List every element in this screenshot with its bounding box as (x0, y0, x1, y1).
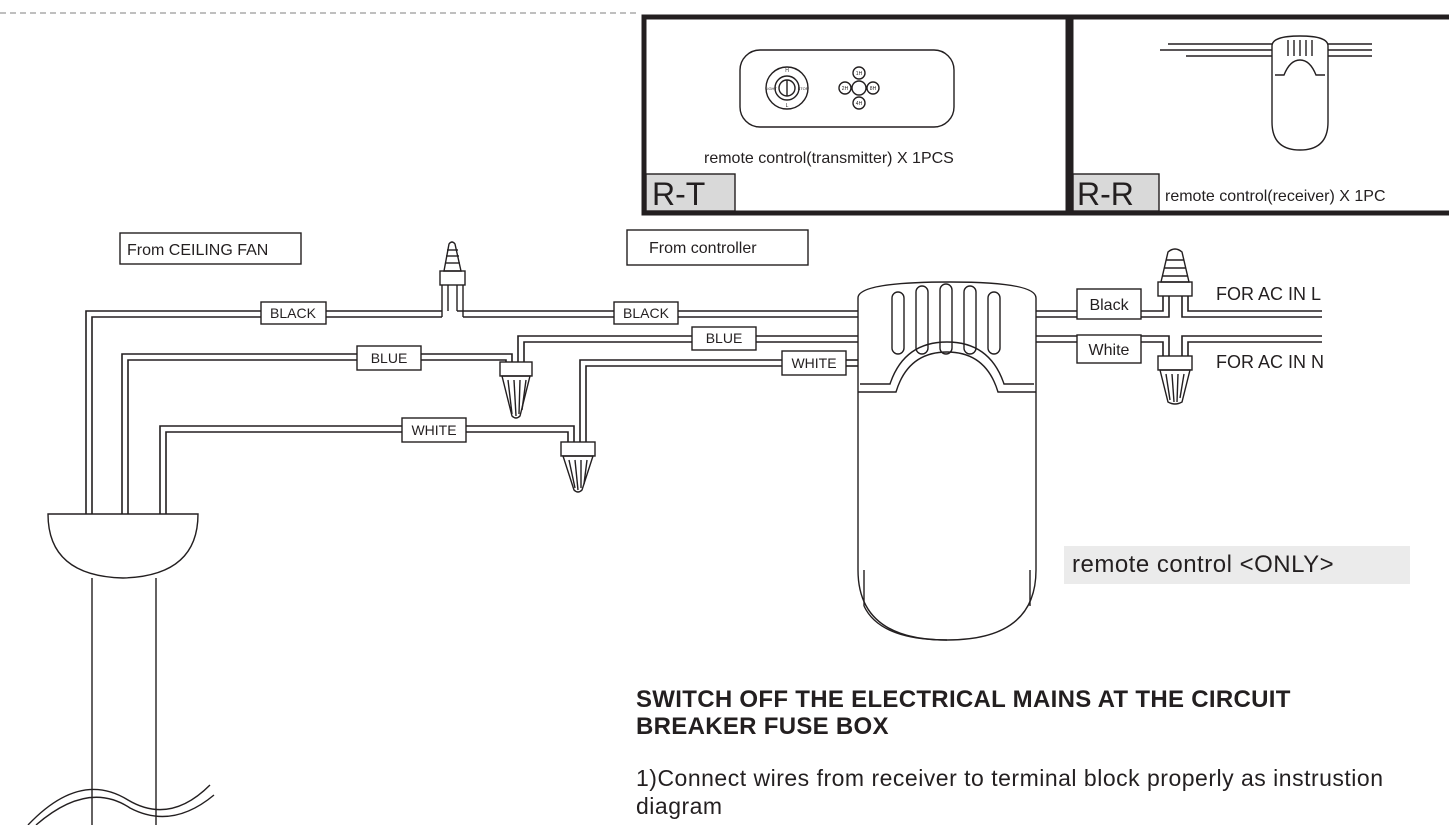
fan-black-wire-label: BLACK (270, 305, 317, 321)
btn-timer-2h-label: 2H (842, 86, 849, 92)
ac-in-l-label: FOR AC IN L (1216, 284, 1321, 304)
controller-wires (517, 310, 858, 442)
wire-nut-black-icon (439, 241, 466, 317)
wire-nut-ac-l-icon (1157, 248, 1193, 297)
ac-black-wire-label: Black (1089, 297, 1129, 314)
receiver-caption: remote control(receiver) X 1PC (1165, 188, 1386, 205)
btn-timer-8h-label: 8H (870, 86, 877, 92)
remote-only-label: remote control <ONLY> (1064, 546, 1410, 584)
receiver-icon (1160, 35, 1372, 151)
btn-fan-high-label: H (785, 68, 789, 74)
instruction-step-1: 1)Connect wires from receiver to termina… (636, 765, 1384, 819)
ac-wires (1036, 296, 1322, 356)
wire-nut-white-icon (560, 441, 596, 493)
receiver-code: R-R (1077, 176, 1134, 212)
ceiling-fan-canopy (27, 513, 215, 825)
receiver-panel: remote control(receiver) X 1PC R-R (1068, 14, 1449, 216)
wire-nut-ac-n-icon (1157, 355, 1193, 405)
wire-nut-blue-icon (499, 361, 533, 419)
btn-light-label: LIGHT (765, 86, 777, 91)
btn-fan-low-label: L (786, 103, 789, 109)
transmitter-code: R-T (652, 176, 705, 212)
transmitter-panel: H L LIGHT STOP 1H 4H 2H 8H remote contro… (641, 14, 1071, 216)
btn-stop-label: STOP (798, 86, 809, 91)
ctrl-blue-wire-label: BLUE (706, 330, 743, 346)
safety-warning: SWITCH OFF THE ELECTRICAL MAINS AT THE C… (636, 686, 1291, 740)
ac-in-n-label: FOR AC IN N (1216, 352, 1324, 372)
from-ceiling-fan-label: From CEILING FAN (127, 242, 268, 259)
btn-timer-1h-label: 1H (856, 71, 863, 77)
fan-wires (85, 310, 575, 514)
from-controller-label: From controller (649, 240, 757, 257)
receiver-unit (857, 281, 1037, 641)
ac-white-wire-label: White (1089, 342, 1130, 359)
fan-white-wire-label: WHITE (411, 422, 456, 438)
ctrl-white-wire-label: WHITE (791, 355, 836, 371)
transmitter-caption: remote control(transmitter) X 1PCS (704, 150, 954, 167)
fan-blue-wire-label: BLUE (371, 350, 408, 366)
remote-transmitter-icon: H L LIGHT STOP 1H 4H 2H 8H (739, 49, 955, 128)
ctrl-black-wire-label: BLACK (623, 305, 670, 321)
btn-timer-4h-label: 4H (856, 101, 863, 107)
